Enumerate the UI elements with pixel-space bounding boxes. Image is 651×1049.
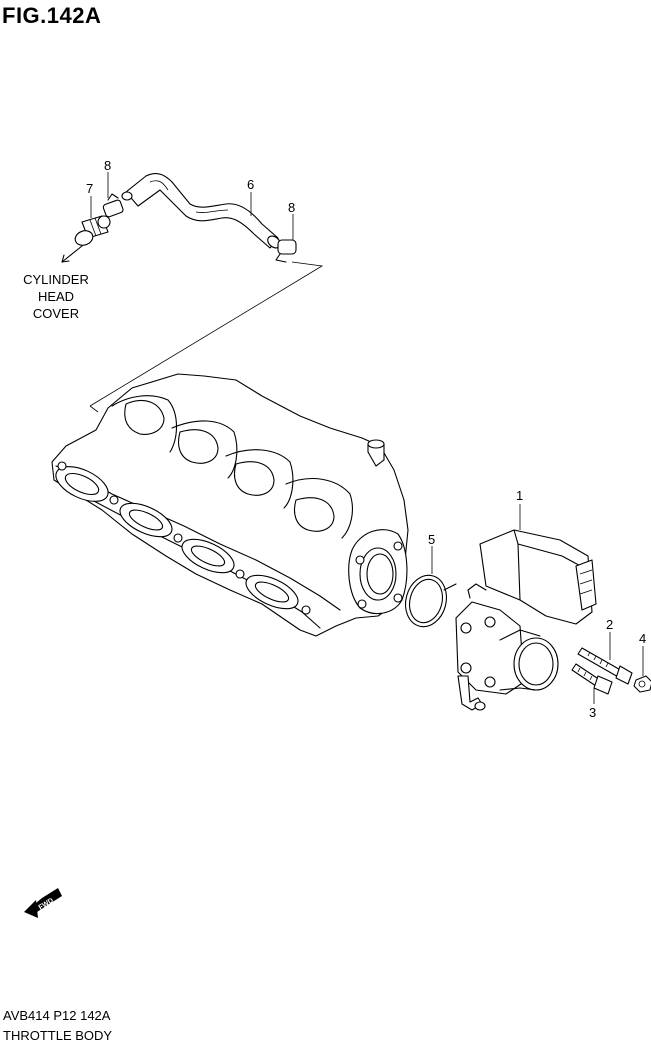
destination-line-3: COVER [32,306,80,321]
callout-3: 3 [589,705,597,720]
pcv-hose-assembly [61,173,297,263]
callout-2: 2 [606,617,614,632]
hose-part-6 [125,173,279,249]
arrow-to-cylinder-head-cover [61,245,83,263]
model-code: AVB414 P12 142A [3,1008,111,1023]
assembly-bracket-lines [89,261,324,413]
callout-1: 1 [516,488,524,503]
sensor-connector [575,559,597,611]
callout-8-upper: 8 [104,158,112,173]
bolt-part-2 [577,647,633,685]
destination-line-2: HEAD [37,289,75,304]
bolt-part-3 [571,663,613,695]
port-flange-4 [245,574,299,610]
callout-5: 5 [428,532,436,547]
destination-label: CYLINDER HEAD COVER [12,271,100,322]
vacuum-nipple [367,439,385,467]
figure-title: FIG.142A [2,3,102,28]
gasket-part-5 [404,574,457,628]
port-flange-2 [119,502,173,538]
forward-direction-icon: FWD [24,888,62,918]
port-flange-3 [181,538,235,574]
fwd-icon-label: FWD [38,897,55,911]
throttle-mounting-face [348,529,408,615]
pcv-valve-part-7 [74,215,111,246]
intake-manifold [51,373,409,637]
throttle-body-part-1 [455,529,597,711]
port-flange-1 [55,466,109,502]
callout-8-lower: 8 [288,200,296,215]
destination-line-1: CYLINDER [23,272,89,287]
leader-lines [90,172,644,704]
callout-4: 4 [639,631,647,646]
callout-7: 7 [86,181,94,196]
hose-clamp-upper [102,191,133,218]
nut-part-4 [633,675,651,693]
section-name: THROTTLE BODY [3,1028,113,1043]
callout-6: 6 [247,177,255,192]
hose-clamp-lower [275,239,297,263]
